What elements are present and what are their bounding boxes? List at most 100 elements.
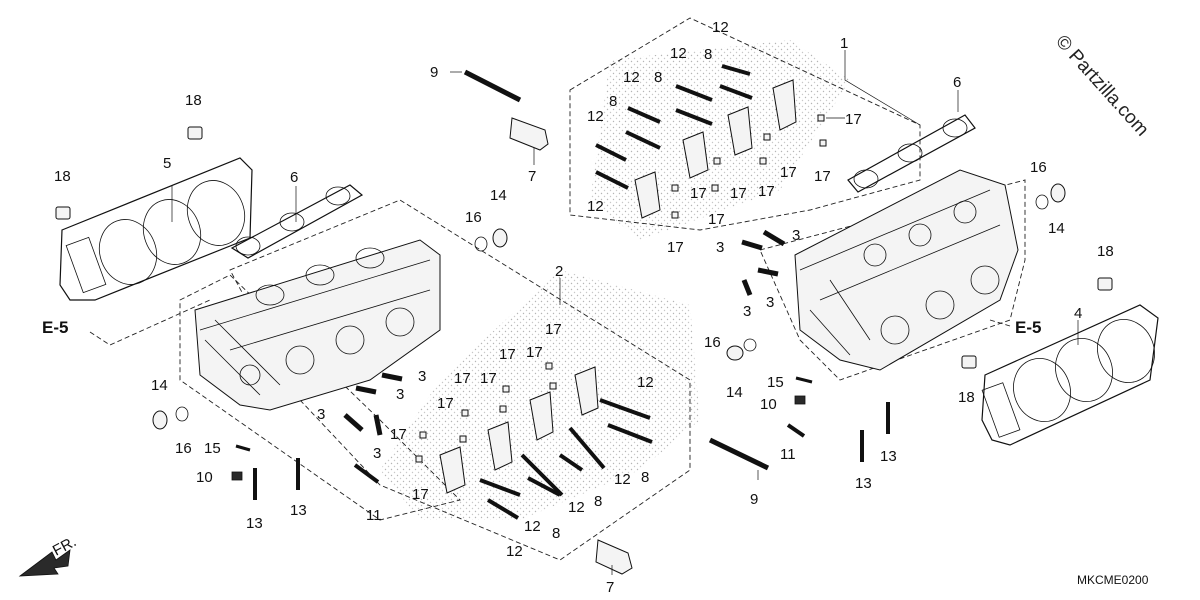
callout-9: 9 [430,64,438,81]
callout-8: 8 [654,69,662,86]
callout-12: 12 [587,108,604,125]
seals-and-dowels [55,126,1113,430]
callout-12: 12 [637,374,654,391]
callout-13: 13 [880,448,897,465]
callout-12: 12 [614,471,631,488]
callout-18: 18 [1097,243,1114,260]
callout-8: 8 [552,525,560,542]
callout-15: 15 [767,374,784,391]
callout-17: 17 [412,486,429,503]
callout-17: 17 [845,111,862,128]
cylinder-head-front [794,169,1019,371]
callout-17: 17 [730,185,747,202]
cylinder-head-gasket-front [981,304,1159,446]
callout-numbers: 1 2 3 3 3 3 3 3 3 3 4 5 6 6 7 7 8 8 8 8 … [54,19,1114,596]
reference-label-right: E-5 [1015,318,1041,337]
callout-16: 16 [1030,159,1047,176]
callout-leaders [171,71,1079,575]
front-cap-group-outline [569,17,921,231]
callout-17: 17 [708,211,725,228]
callout-10: 10 [196,469,213,486]
callout-18: 18 [958,389,975,406]
spark-plugs [509,117,633,575]
callout-1: 1 [840,35,848,52]
callout-3: 3 [373,445,381,462]
callout-18: 18 [54,168,71,185]
callout-8: 8 [594,493,602,510]
rear-head-lower-outline [179,274,461,521]
callout-17: 17 [454,370,471,387]
callout-12: 12 [670,45,687,62]
e5-right-leader [989,319,1011,327]
callout-16: 16 [175,440,192,457]
callout-16: 16 [465,209,482,226]
callout-12: 12 [623,69,640,86]
camshaft-caps-lower [439,366,599,494]
callout-3: 3 [792,227,800,244]
front-direction-arrow: FR. [18,533,79,577]
callout-17: 17 [390,426,407,443]
callout-17: 17 [545,321,562,338]
callout-8: 8 [641,469,649,486]
callout-7: 7 [528,168,536,185]
cylinder-head-gasket-rear [59,157,253,301]
callout-13: 13 [290,502,307,519]
intake-gasket-left [230,184,364,259]
callout-5: 5 [163,155,171,172]
callout-12: 12 [506,543,523,560]
diagram-code: MKCME0200 [1077,573,1149,587]
callout-3: 3 [766,294,774,311]
callout-12: 12 [587,198,604,215]
callout-15: 15 [204,440,221,457]
callout-14: 14 [151,377,168,394]
callout-12: 12 [568,499,585,516]
callout-17: 17 [814,168,831,185]
callout-3: 3 [418,368,426,385]
callout-14: 14 [1048,220,1065,237]
bolts [231,64,890,520]
watermark: © Partzilla.com [1051,31,1152,140]
callout-14: 14 [490,187,507,204]
callout-8: 8 [609,93,617,110]
callout-17: 17 [437,395,454,412]
callout-7: 7 [606,579,614,596]
callout-17: 17 [758,183,775,200]
callout-17: 17 [780,164,797,181]
cylinder-head-rear [194,239,441,411]
callout-17: 17 [667,239,684,256]
callout-16: 16 [704,334,721,351]
callout-13: 13 [246,515,263,532]
callout-13: 13 [855,475,872,492]
callout-2: 2 [555,263,563,280]
callout-8: 8 [704,46,712,63]
callout-3: 3 [743,303,751,320]
direction-label: FR. [50,533,79,559]
camshaft-caps-upper [634,79,797,219]
callout-11: 11 [780,446,796,463]
callout-17: 17 [526,344,543,361]
dowel-pins [343,114,827,463]
front-head-group-outline [759,179,1026,381]
callout-17: 17 [690,185,707,202]
callout-12: 12 [712,19,729,36]
callout-18: 18 [185,92,202,109]
callout-6: 6 [953,74,961,91]
callout-17: 17 [499,346,516,363]
callout-6: 6 [290,169,298,186]
rear-head-group-outline [229,199,691,561]
callout-17: 17 [480,370,497,387]
reference-label-left: E-5 [42,318,68,337]
callout-12: 12 [524,518,541,535]
callout-9: 9 [750,491,758,508]
callout-3: 3 [317,406,325,423]
callout-3: 3 [396,386,404,403]
callout-4: 4 [1074,305,1082,322]
callout-10: 10 [760,396,777,413]
callout-11: 11 [366,507,382,524]
callout-14: 14 [726,384,743,401]
callout-3: 3 [716,239,724,256]
intake-gasket-right [847,114,976,193]
e5-left-leader [89,299,211,346]
leader-1 [844,50,921,126]
